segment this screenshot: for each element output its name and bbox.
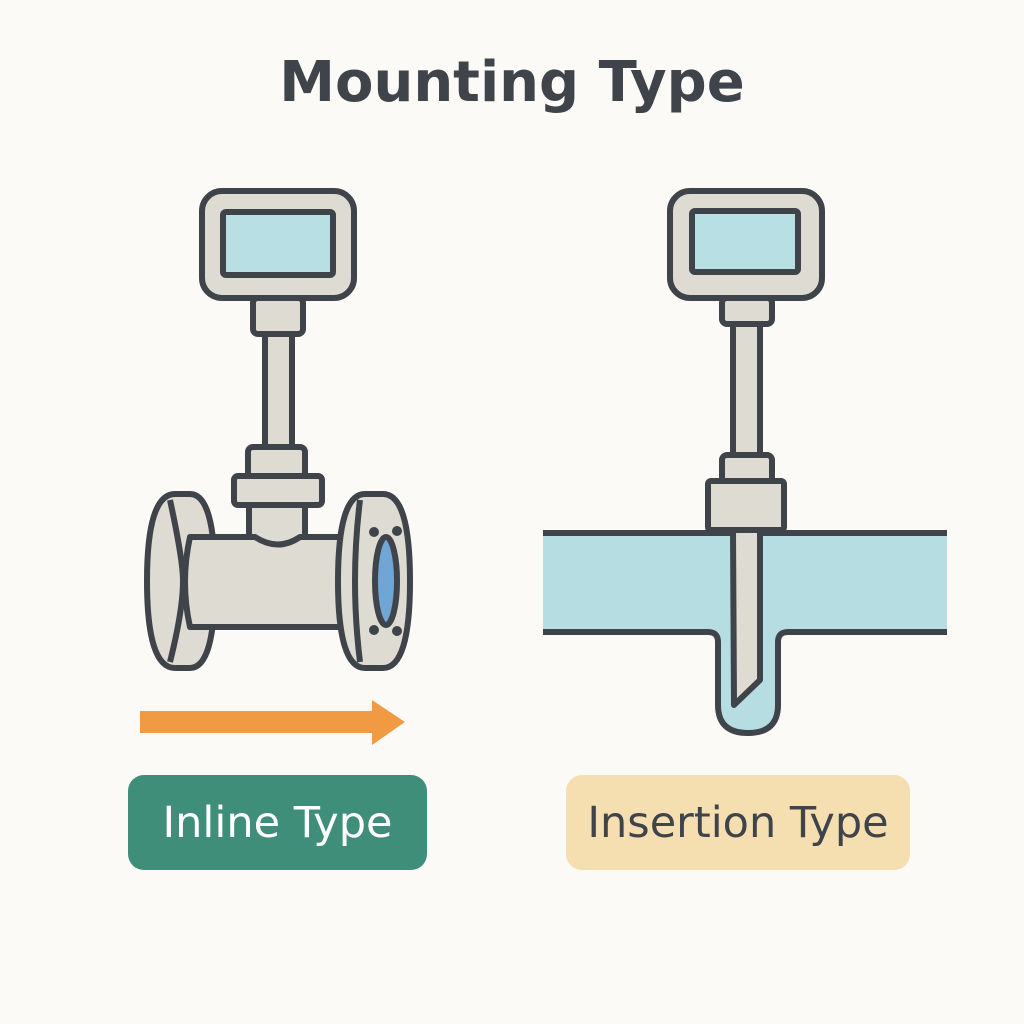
inline-type-label: Inline Type (128, 775, 427, 870)
insertion-type-label: Insertion Type (566, 775, 910, 870)
page-title: Mounting Type (279, 50, 745, 115)
insertion-type-text: Insertion Type (587, 797, 889, 848)
port-opening (372, 534, 400, 628)
inline-flowmeter-icon (144, 188, 413, 671)
inline-type-text: Inline Type (162, 797, 393, 848)
insertion-flowmeter-icon (543, 188, 947, 736)
flow-direction-arrow-icon (140, 700, 405, 745)
